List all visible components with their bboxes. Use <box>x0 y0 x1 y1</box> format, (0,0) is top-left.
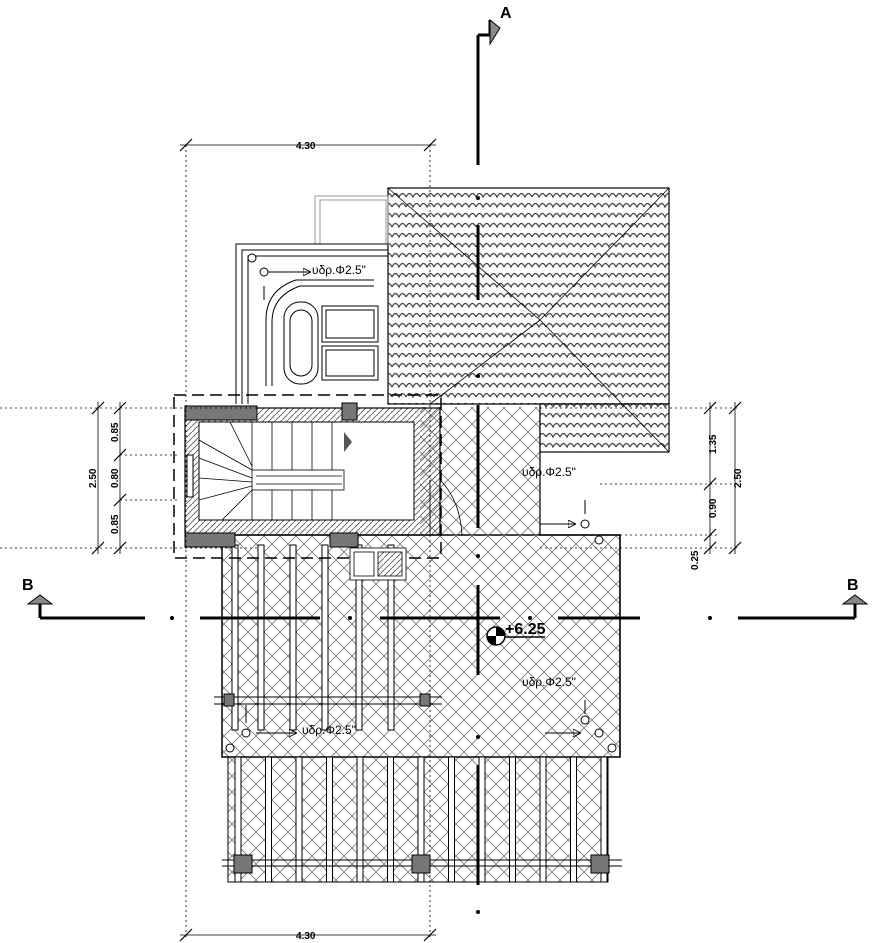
section-b-left-label: B <box>22 577 34 594</box>
drain-label-top-left: υδρ.Φ2.5" <box>312 263 366 277</box>
pergola-slat <box>570 756 577 883</box>
pergola-slat <box>417 756 425 883</box>
pergola-slat <box>295 756 303 883</box>
pergola-slat <box>234 756 242 883</box>
dim-right-seg-3: 0.25 <box>690 550 701 570</box>
section-b-right-label: B <box>847 577 859 594</box>
dimension-lines <box>0 138 742 942</box>
sink <box>349 547 407 581</box>
tiled-roof <box>387 187 670 453</box>
pergola <box>222 756 622 883</box>
stair-enclosure <box>173 394 463 559</box>
drain-label-right-lower: υδρ.Φ2.5" <box>522 675 576 689</box>
dim-right-total: 2.50 <box>733 468 744 488</box>
pergola-slat <box>509 756 516 883</box>
pergola-slat <box>539 756 547 883</box>
level-mark <box>486 626 545 646</box>
dim-bottom-width: 4.30 <box>296 931 316 942</box>
drains <box>225 253 617 753</box>
dim-left-seg-1: 0.85 <box>110 422 121 442</box>
dim-left-total: 2.50 <box>88 468 99 488</box>
dim-right-seg-2: 0.90 <box>708 498 719 518</box>
pergola-slat <box>326 756 333 883</box>
drain-label-right-upper: υδρ.Φ2.5" <box>522 465 576 479</box>
pergola-slat <box>387 756 394 883</box>
axis-lines <box>26 18 869 914</box>
pergola-slat <box>448 756 455 883</box>
pergola-slat <box>478 756 486 883</box>
dim-left-seg-3: 0.85 <box>110 514 121 534</box>
upper-room <box>235 195 389 404</box>
section-a-label: A <box>500 5 512 22</box>
dim-left-seg-2: 0.80 <box>110 468 121 488</box>
pergola-slat <box>265 756 272 883</box>
pergola-slat <box>600 756 608 883</box>
pergola-slat <box>356 756 364 883</box>
drain-label-bottom-left: υδρ.Φ2.5" <box>302 723 356 737</box>
dim-right-seg-1: 1.35 <box>708 434 719 454</box>
dim-top-width: 4.30 <box>296 141 316 152</box>
level-mark-text: +6.25 <box>505 621 546 638</box>
